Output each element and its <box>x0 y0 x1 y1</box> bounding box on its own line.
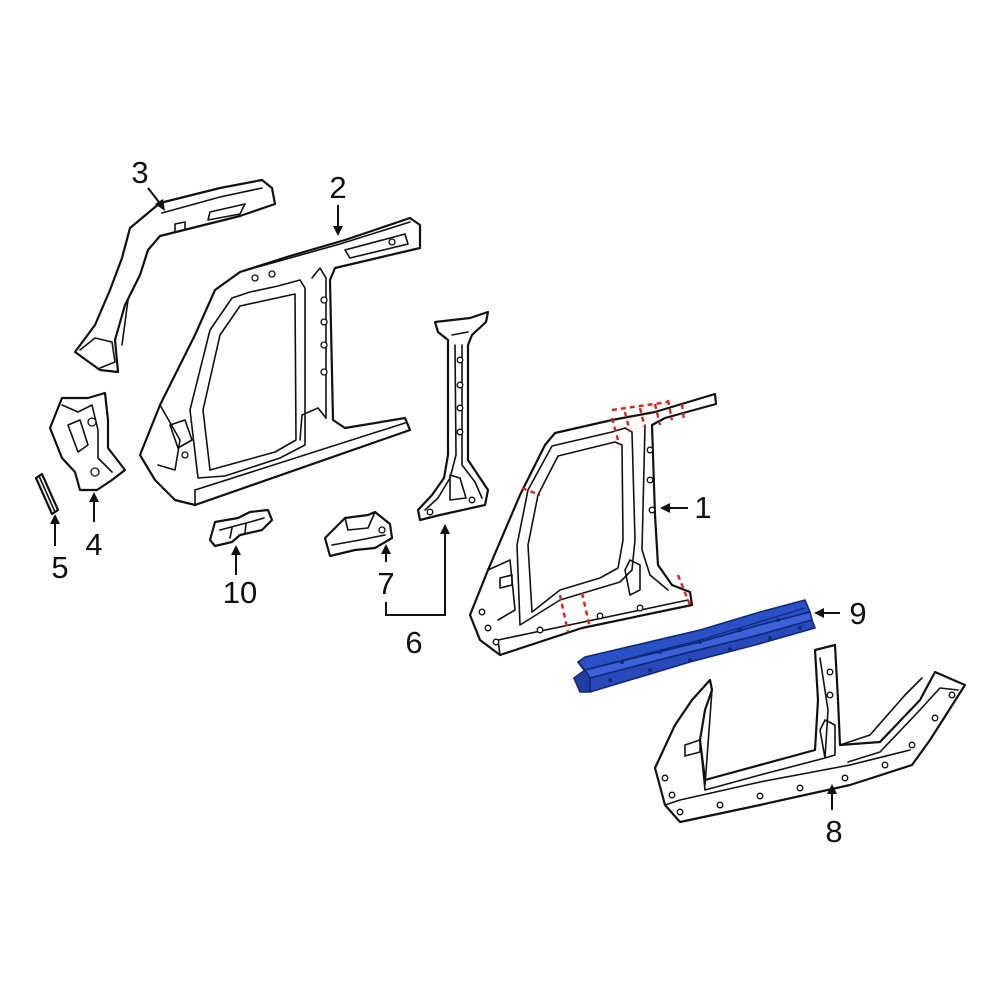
part-5-strip[interactable] <box>34 472 60 516</box>
part-3-a-pillar-reinforcement[interactable] <box>73 178 277 374</box>
cut-lines <box>521 399 692 633</box>
callout-6: 6 <box>405 625 422 660</box>
callout-labels: 1 2 3 4 5 6 7 8 9 10 <box>51 155 866 849</box>
part-2-body-side-panel[interactable] <box>138 216 422 507</box>
callout-7: 7 <box>377 566 394 601</box>
part-9-rocker-reinforcement[interactable] <box>573 599 816 693</box>
callout-1: 1 <box>694 490 711 525</box>
callout-9: 9 <box>849 596 866 631</box>
callout-10: 10 <box>223 575 257 610</box>
part-4-hinge-reinforcement[interactable] <box>48 391 127 492</box>
leader-lines <box>50 187 840 810</box>
part-10-bracket[interactable] <box>208 508 274 548</box>
callout-4: 4 <box>85 527 102 562</box>
part-7-bracket[interactable] <box>323 510 394 558</box>
part-1-door-frame[interactable] <box>468 392 718 657</box>
part-6-b-pillar[interactable] <box>416 310 490 522</box>
callout-2: 2 <box>329 170 346 205</box>
part-8-rocker-panel[interactable] <box>653 643 967 824</box>
callout-3: 3 <box>131 155 148 190</box>
callout-8: 8 <box>825 814 842 849</box>
callout-5: 5 <box>51 550 68 585</box>
